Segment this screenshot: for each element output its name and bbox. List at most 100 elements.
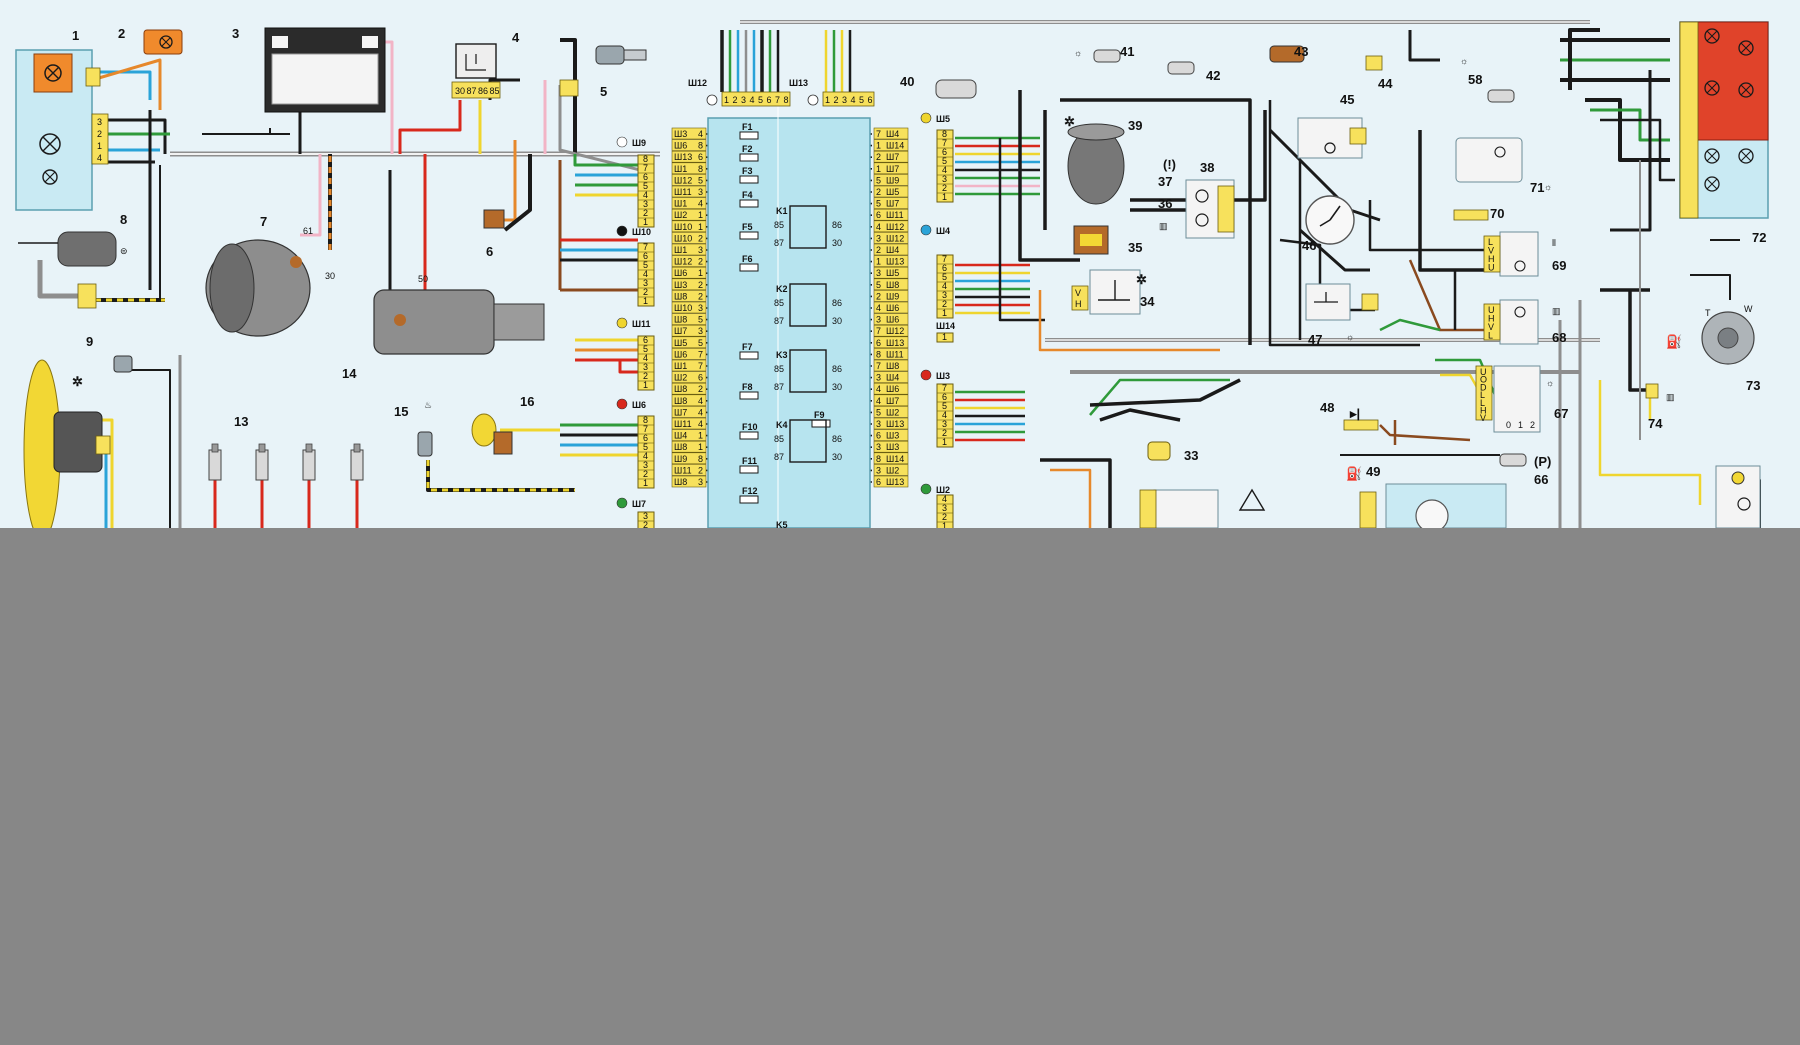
connector-pin-number: 3 [643,460,648,470]
fusebox-left-pin [671,232,707,244]
fuse-label-f3: F3 [742,166,753,176]
fusebox-right-pin [873,220,909,233]
relay-pin-label: 85 [490,86,500,96]
fusebox-right-pin-num: 5 [876,199,881,209]
connector-label: Ш7 [632,499,646,509]
fusebox-right-pin-conn: Ш9 [886,175,899,185]
fusebox-left-pin-conn: Ш3 [674,280,687,290]
fusebox-left-pin-conn: Ш11 [674,187,692,197]
heated-window-icon: ▥ [1666,392,1675,402]
fusebox-left-pin [671,406,707,418]
connector-pin-number: 2 [643,469,648,479]
fusebox-left-pin-num: 2 [698,291,703,301]
fusebox-right-pin [873,475,909,488]
fusebox-right-pin-num: 3 [876,268,881,278]
switch-position-label: 0 [1506,420,1511,430]
connector-dot [920,369,932,381]
bulb-icon [1706,30,1718,42]
connector-pin-number: 5 [758,95,763,105]
fuse-label-f8: F8 [742,382,753,392]
connector-pin-number: 6 [868,95,873,105]
diode-48 [1343,419,1379,431]
headlamp-icon: ⊜ [120,246,128,256]
sender-center [1717,327,1739,349]
component-label-47: 47 [1308,332,1322,347]
fuse-label-f10: F10 [742,422,758,432]
component-label-13: 13 [234,414,248,429]
connector-pin-number: 8 [643,415,648,425]
fusebox-left-pin-num: 8 [698,454,703,464]
fusebox-right-pin [873,197,909,209]
wire [98,118,167,154]
wire-outline [1585,98,1670,162]
fuse-label-f7: F7 [742,342,753,352]
connector-label: Ш9 [632,138,646,148]
connector-pin-number: 4 [942,281,947,291]
rear-lamp-connector-40 [935,79,977,99]
fuse-label-f11: F11 [742,456,757,466]
fusebox-right-pin-num: 1 [876,164,881,174]
fusebox-left-pin-conn: Ш8 [674,396,687,406]
side-light-icon: ☼ [1460,56,1468,66]
switch-68-pin: L [1488,331,1493,341]
relay-pin-86: 86 [832,220,842,230]
fusebox-right-pin-conn: Ш13 [886,338,904,348]
fusebox-right-pin [873,394,909,407]
connector-label: Ш4 [936,226,950,236]
fusebox-right-pin [873,290,909,302]
component-label-37: 37 [1158,174,1172,189]
switch-contact-icon [1098,280,1130,301]
fuse-f9 [811,419,831,428]
fusebox-left-pin-conn: Ш8 [674,291,687,301]
fusebox-left-pin-conn: Ш6 [674,268,687,278]
spark-plug-tip [305,443,313,453]
connector-pin-number: 3 [643,511,648,521]
relay-label-k4: K4 [776,420,788,430]
relay-pin-30: 30 [832,382,842,392]
connector-label: Ш5 [936,114,950,124]
relay-connector [451,81,501,99]
connector-pin-number: 4 [942,165,947,175]
fusebox-right-pin-num: 2 [876,291,881,301]
wire [618,360,638,374]
fusebox-right-pin [873,348,909,360]
fusebox-right-pin [873,440,909,453]
fusebox-right-pin-conn: Ш6 [886,384,899,394]
fusebox-left-pin [671,429,707,441]
hazard-switch [1153,489,1219,529]
bulb-icon [1494,146,1506,158]
fusebox-left-pin-conn: Ш6 [674,349,687,359]
fusebox-left-pin-conn: Ш8 [674,384,687,394]
spark-plug [302,449,316,481]
fusebox-panel [707,117,871,529]
connector-pin-number: 3 [942,290,947,300]
fusebox-left-pin-num: 7 [698,349,703,359]
fusebox-right-pin [873,127,909,140]
fan-icon: ✲ [1064,114,1075,129]
fusebox-left-pin [671,150,707,163]
fuse-f1 [739,131,759,140]
fusebox-right-pin-conn: Ш8 [886,280,899,290]
component-label-66: 66 [1534,472,1548,487]
relay-pin-85: 85 [774,364,784,374]
relay-pin-30: 30 [832,452,842,462]
fusebox-right-pin-num: 3 [876,233,881,243]
fusebox-right-pin-conn: Ш4 [886,129,899,139]
component-label-70: 70 [1490,206,1504,221]
battery-label-area [271,53,379,105]
fusebox-right-pin-num: 2 [876,187,881,197]
fusebox-left-pin-num: 8 [698,164,703,174]
relay-k1 [789,205,827,249]
fuse-label-f2: F2 [742,144,753,154]
component-label-45: 45 [1340,92,1354,107]
relay-pin-86: 86 [832,364,842,374]
connector-pin-number: 1 [942,332,947,342]
wire-stripe [1089,378,1241,407]
rear-fog-icon: ⦀ [1552,238,1556,248]
fusebox-right-pin [873,464,909,476]
connector-pin-number: 7 [643,242,648,252]
fusebox-left-pin-num: 4 [698,396,703,406]
spark-plug [208,449,222,481]
